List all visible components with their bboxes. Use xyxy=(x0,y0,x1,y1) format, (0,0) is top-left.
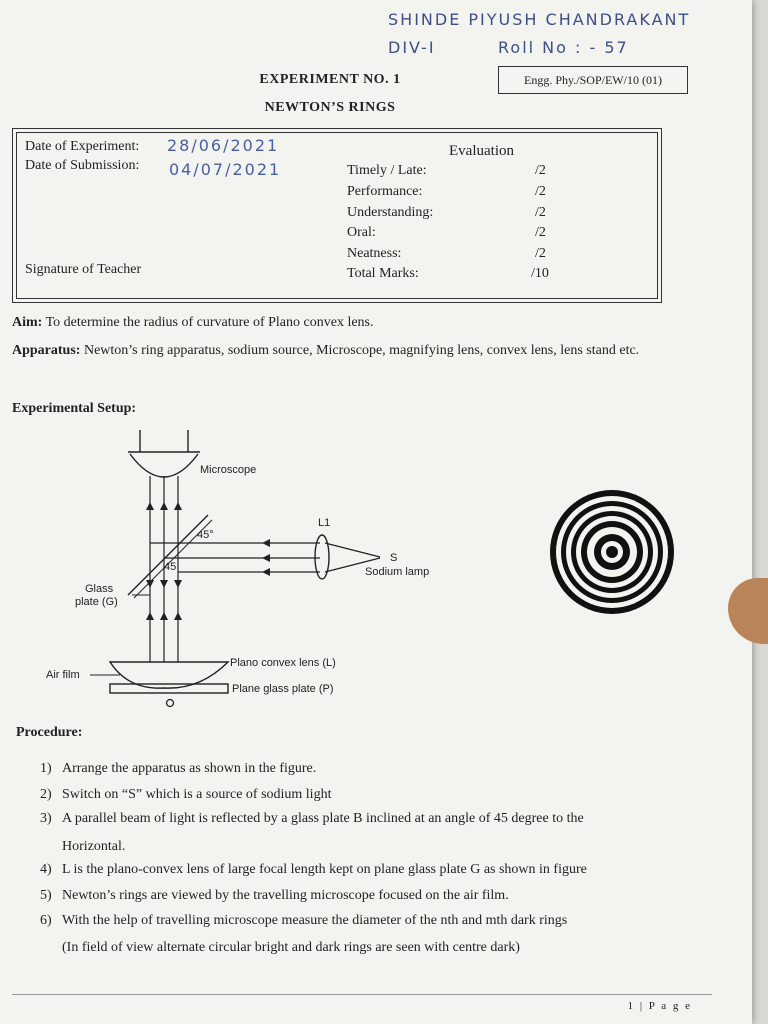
step-number: 2) xyxy=(40,787,52,802)
newtons-rings-setup-diagram: Microscope 45° 45 xyxy=(46,430,429,708)
eval-row-mark: /2 xyxy=(535,225,546,240)
date-experiment-value: 28/06/2021 xyxy=(167,136,280,155)
eval-row-label: Understanding: xyxy=(347,205,434,220)
point-o xyxy=(165,698,175,708)
step-text: L is the plano-convex lens of large foca… xyxy=(62,862,587,877)
plane-glass-label: Plane glass plate (P) xyxy=(232,683,334,695)
apparatus-text: Newton’s ring apparatus, sodium source, … xyxy=(83,343,640,358)
apparatus-label: Apparatus: xyxy=(12,343,81,358)
plano-convex-lens xyxy=(108,661,230,689)
date-submission-label: Date of Submission: xyxy=(25,158,140,173)
step-text: Horizontal. xyxy=(62,839,126,854)
step-text: A parallel beam of light is reflected by… xyxy=(62,811,584,826)
glass-plate-g xyxy=(127,514,209,596)
procedure-step: 4) L is the plano-convex lens of large fo… xyxy=(40,862,690,878)
page-number: 1 | P a g e xyxy=(627,1000,692,1012)
document-page: SHINDE PIYUSH CHANDRAKANT DIV-I Roll No … xyxy=(0,0,752,1024)
step-text: (In field of view alternate circular bri… xyxy=(62,940,520,955)
apparatus-paragraph: Apparatus: Newton’s ring apparatus, sodi… xyxy=(12,338,702,364)
eval-row-label: Neatness: xyxy=(347,246,402,261)
step-text: With the help of travelling microscope m… xyxy=(62,913,568,928)
glass-plate-g-edge xyxy=(133,519,213,599)
microscope-icon xyxy=(128,430,200,478)
angle-bottom-label: 45 xyxy=(164,561,176,573)
sodium-lamp-label: Sodium lamp xyxy=(365,566,429,578)
aim-label: Aim: xyxy=(12,315,43,330)
step-number: 3) xyxy=(40,811,52,826)
evaluation-title: Evaluation xyxy=(449,143,514,159)
plano-convex-label: Plano convex lens (L) xyxy=(230,657,336,669)
step-text: Newton’s rings are viewed by the travell… xyxy=(62,888,509,903)
step-number: 4) xyxy=(40,862,52,877)
step-number: 1) xyxy=(40,761,52,776)
eval-row-label: Oral: xyxy=(347,225,376,240)
step-text: Arrange the apparatus as shown in the fi… xyxy=(62,761,317,776)
eval-row-label: Timely / Late: xyxy=(347,163,427,178)
footer-divider xyxy=(12,994,712,995)
eval-row-label: Performance: xyxy=(347,184,423,199)
microscope-label: Microscope xyxy=(200,464,256,476)
procedure-step: 5) Newton’s rings are viewed by the trave… xyxy=(40,888,690,904)
eval-row-label: Total Marks: xyxy=(347,266,419,281)
lens-l1 xyxy=(314,534,330,580)
procedure-step: 6) With the help of travelling microscope… xyxy=(40,913,690,929)
student-roll: Roll No : - 57 xyxy=(498,38,629,57)
experiment-title: NEWTON’S RINGS xyxy=(264,100,396,115)
glass-plate-label-2: plate (G) xyxy=(75,596,118,608)
procedure-step: 3) A parallel beam of light is reflected … xyxy=(40,811,690,827)
student-div: DIV-I xyxy=(388,38,436,57)
angle-top-label: 45° xyxy=(197,529,214,541)
eval-row-mark: /10 xyxy=(531,266,549,281)
procedure-heading: Procedure: xyxy=(16,725,83,740)
procedure-step: (In field of view alternate circular bri… xyxy=(40,940,690,956)
experiment-number: EXPERIMENT NO. 1 xyxy=(259,72,401,87)
date-submission-value: 04/07/2021 xyxy=(169,160,282,179)
aim-text: To determine the radius of curvature of … xyxy=(45,315,374,330)
aim-paragraph: Aim: To determine the radius of curvatur… xyxy=(12,310,702,336)
eval-row-mark: /2 xyxy=(535,184,546,199)
date-experiment-label: Date of Experiment: xyxy=(25,139,140,154)
glass-plate-label: Glass xyxy=(85,583,114,595)
air-film-label: Air film xyxy=(46,669,80,681)
eval-row-mark: /2 xyxy=(535,163,546,178)
student-name: SHINDE PIYUSH CHANDRAKANT xyxy=(388,10,691,29)
s-label: S xyxy=(390,552,397,564)
newtons-rings-pattern xyxy=(550,490,674,614)
l1-label: L1 xyxy=(318,517,330,529)
horizontal-rays xyxy=(150,542,381,573)
procedure-step: Horizontal. xyxy=(40,839,690,855)
step-number: 6) xyxy=(40,913,52,928)
step-text: Switch on “S” which is a source of sodiu… xyxy=(62,787,332,802)
plane-glass-plate xyxy=(109,683,229,694)
step-number: 5) xyxy=(40,888,52,903)
evaluation-box: Date of Experiment: 28/06/2021 Date of S… xyxy=(12,128,662,303)
procedure-step: 1) Arrange the apparatus as shown in the … xyxy=(40,761,690,777)
procedure-step: 2) Switch on “S” which is a source of sod… xyxy=(40,787,690,803)
setup-heading: Experimental Setup: xyxy=(12,401,137,416)
eval-row-mark: /2 xyxy=(535,246,546,261)
signature-label: Signature of Teacher xyxy=(25,262,142,277)
doc-code: Engg. Phy./SOP/EW/10 (01) xyxy=(498,66,688,94)
eval-row-mark: /2 xyxy=(535,205,546,220)
ray-arrows xyxy=(146,502,182,620)
horizontal-ray-arrows xyxy=(262,539,270,576)
